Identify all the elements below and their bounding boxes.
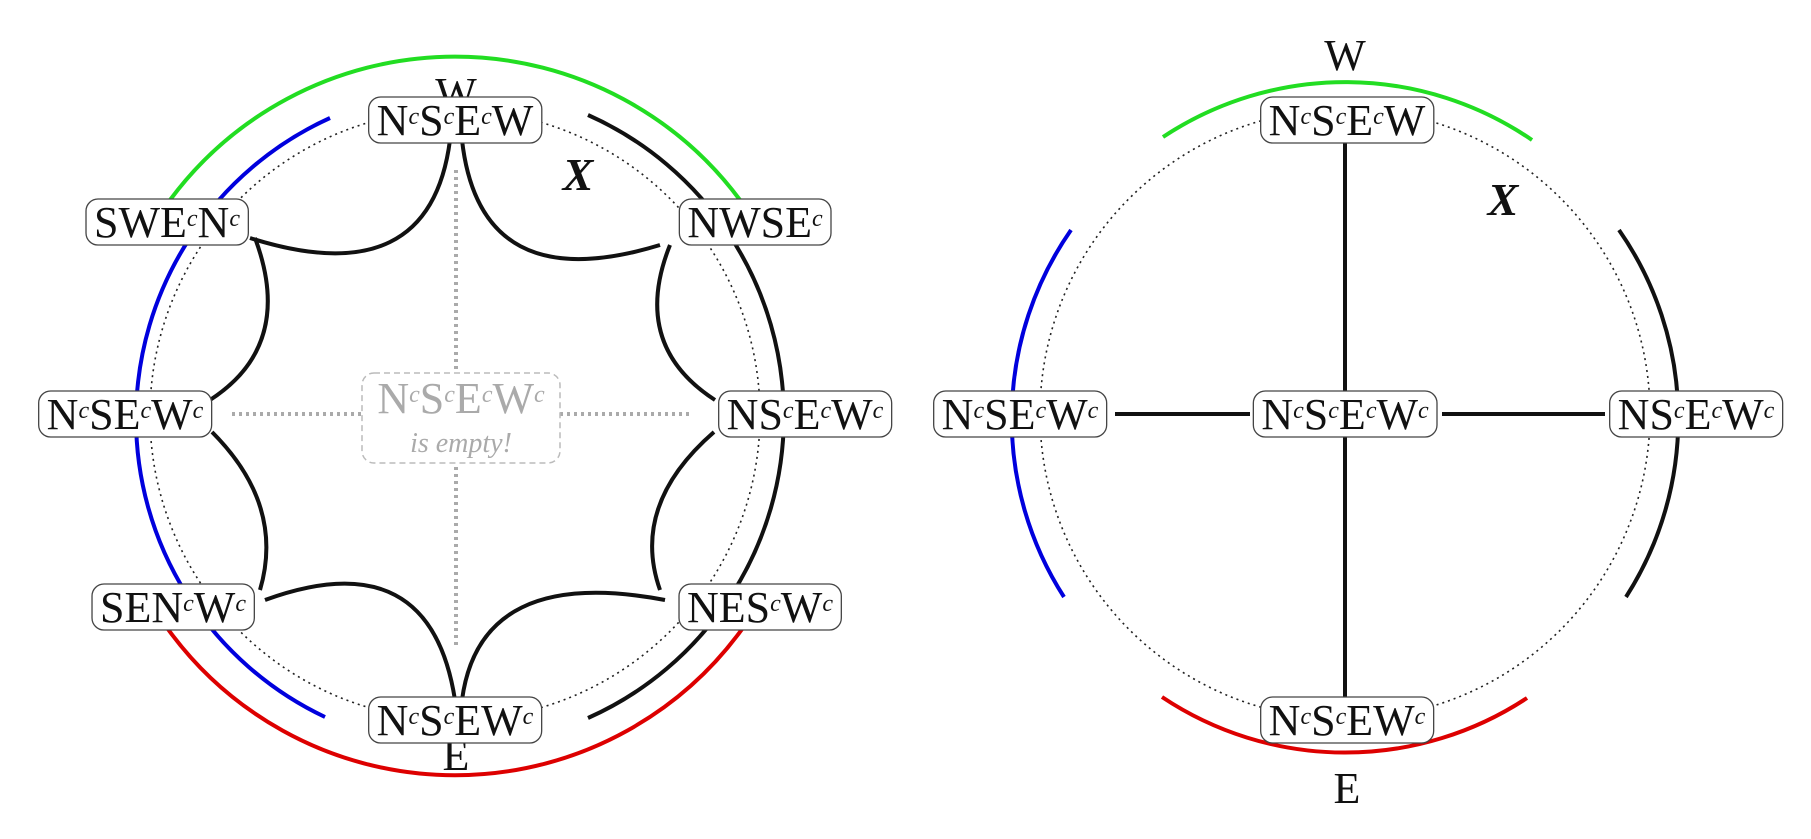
- left-node-lower-left: SENcWc: [91, 583, 255, 632]
- left-node-upper-left-box: [85, 198, 249, 246]
- right-red-arc: [1160, 695, 1529, 755]
- right-diagram: W E X NcScEcW NcSEcWc NcScEcWc NScEcWc N…: [933, 31, 1784, 813]
- right-green-arc: [1161, 80, 1534, 142]
- right-node-left-box: [933, 390, 1108, 438]
- left-edge-left-lowerleft: [210, 430, 269, 591]
- left-node-upper-left-label: SWEcNc: [94, 198, 240, 247]
- left-edge-top-upperright: [460, 139, 661, 261]
- left-node-bottom-box: [368, 696, 543, 744]
- left-green-arc: [168, 54, 742, 202]
- left-node-left: NcSEcWc: [38, 390, 213, 439]
- left-node-right: NScEcWc: [718, 390, 893, 439]
- left-node-bottom-label: NcScEWc: [377, 696, 534, 745]
- right-bottom-label: E: [1334, 764, 1361, 813]
- left-node-upper-right: NWSEc: [678, 198, 832, 247]
- left-node-upper-left: SWEcNc: [85, 198, 249, 247]
- left-edge-upperright-right: [655, 244, 717, 402]
- right-node-right-label: NScEcWc: [1618, 390, 1775, 439]
- right-node-center-label: NcScEcWc: [1261, 390, 1429, 439]
- right-node-center: NcScEcWc: [1252, 390, 1438, 439]
- right-node-left: NcSEcWc: [933, 390, 1108, 439]
- left-edge-upperleft-left: [208, 237, 270, 402]
- left-node-lower-right: NEScWc: [678, 583, 842, 632]
- right-node-bottom-label: NcScEWc: [1269, 696, 1426, 745]
- left-node-lower-left-label: SENcWc: [100, 583, 246, 632]
- right-node-right: NScEcWc: [1609, 390, 1784, 439]
- right-node-left-label: NcSEcWc: [942, 390, 1099, 439]
- left-node-right-box: [718, 390, 893, 438]
- right-top-label: W: [1324, 31, 1366, 80]
- right-node-top-label: NcScEcW: [1269, 96, 1426, 145]
- left-edge-lowerright-bottom: [460, 590, 666, 701]
- left-node-top-label: NcScEcW: [377, 96, 534, 145]
- left-node-top-box: [368, 96, 543, 144]
- right-node-bottom: NcScEWc: [1260, 696, 1435, 745]
- left-node-upper-right-box: [678, 198, 832, 246]
- left-center-empty-node: NcScEcWc is empty!: [361, 372, 561, 464]
- right-node-center-box: [1252, 390, 1438, 438]
- left-node-left-label: NcSEcWc: [47, 390, 204, 439]
- right-node-top-box: [1260, 96, 1435, 144]
- right-node-right-box: [1609, 390, 1784, 438]
- left-node-upper-right-label: NWSEc: [687, 198, 823, 247]
- right-x-label: X: [1486, 174, 1520, 225]
- left-node-lower-right-label: NEScWc: [687, 583, 833, 632]
- left-node-lower-left-box: [91, 583, 255, 631]
- left-x-label: X: [561, 149, 595, 200]
- left-center-empty-note: is empty!: [410, 428, 512, 459]
- left-edge-lowerleft-bottom: [264, 581, 457, 701]
- left-center-empty-label: NcScEcWc: [377, 374, 545, 423]
- left-node-bottom: NcScEWc: [368, 696, 543, 745]
- left-diagram: W E X NcScEcWc is empty! NcScEcW NWSEc N…: [38, 54, 893, 780]
- left-edge-right-lowerright: [650, 430, 716, 591]
- left-edge-top-upperleft: [249, 139, 452, 256]
- right-node-top: NcScEcW: [1260, 96, 1435, 145]
- left-node-top: NcScEcW: [368, 96, 543, 145]
- left-node-lower-right-box: [678, 583, 842, 631]
- left-center-empty-box: [361, 372, 561, 464]
- left-red-arc: [163, 623, 747, 778]
- left-node-right-label: NScEcWc: [727, 390, 884, 439]
- left-node-left-box: [38, 390, 213, 438]
- right-node-bottom-box: [1260, 696, 1435, 744]
